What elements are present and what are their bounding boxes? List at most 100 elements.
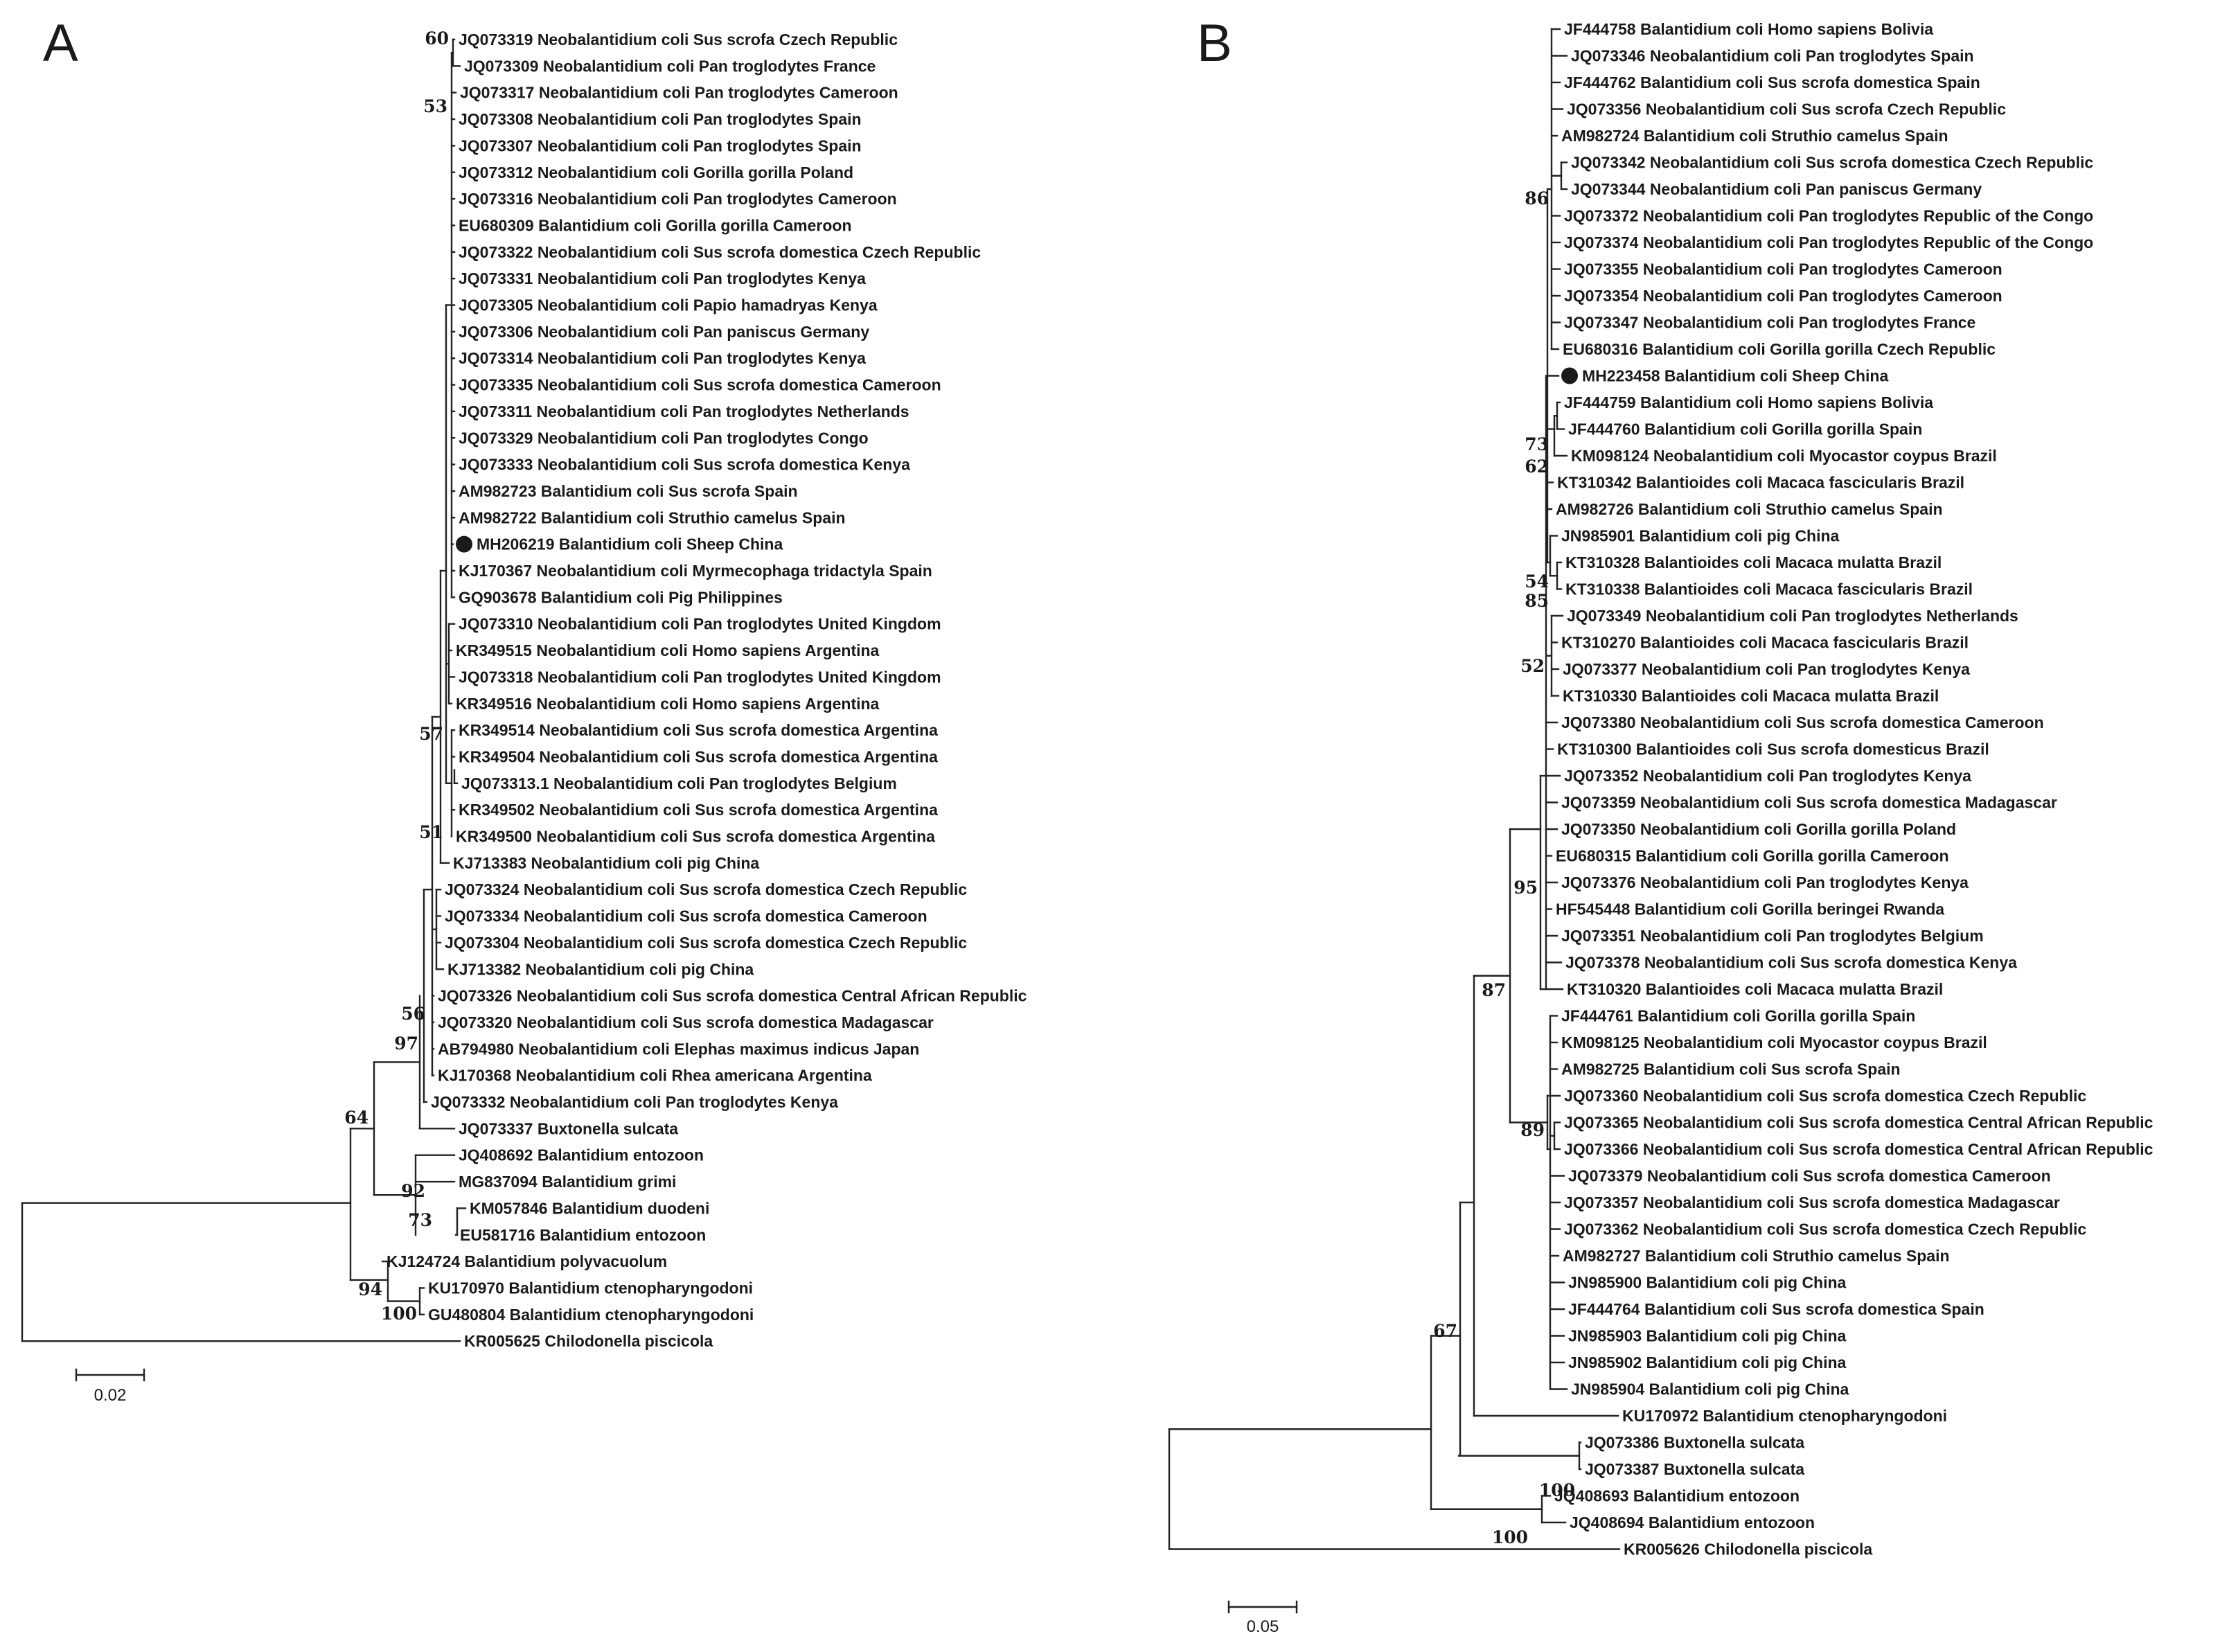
leaf-label: KR005625 Chilodonella piscicola [464, 1332, 713, 1350]
leaf-label: JQ073362 Neobalantidium coli Sus scrofa … [1564, 1220, 2086, 1238]
bootstrap-value: 52 [1520, 656, 1545, 676]
leaf-label: JQ073314 Neobalantidium coli Pan troglod… [459, 349, 866, 367]
bootstrap-value: 56 [401, 1004, 425, 1024]
leaf-label: KT310330 Balantioides coli Macaca mulatt… [1563, 687, 1939, 705]
leaf-label: JQ073304 Neobalantidium coli Sus scrofa … [445, 934, 967, 952]
leaf-label: JQ073350 Neobalantidium coli Gorilla gor… [1561, 820, 1956, 838]
leaf-label: JQ073331 Neobalantidium coli Pan troglod… [459, 269, 866, 287]
panel-letter: B [1197, 14, 1232, 73]
bootstrap-value: 53 [423, 96, 447, 116]
leaf-label: JQ073316 Neobalantidium coli Pan troglod… [459, 190, 897, 208]
leaf-label: JQ073359 Neobalantidium coli Sus scrofa … [1561, 794, 2057, 812]
leaf-label: JQ073317 Neobalantidium coli Pan troglod… [460, 84, 898, 102]
leaf-label: HF545448 Balantidium coli Gorilla bering… [1556, 900, 1944, 918]
leaf-label: KR349515 Neobalantidium coli Homo sapien… [456, 641, 880, 659]
bootstrap-value: 87 [1482, 980, 1506, 1000]
leaf-label: AM982724 Balantidium coli Struthio camel… [1561, 127, 1948, 145]
leaf-label: JQ073320 Neobalantidium coli Sus scrofa … [438, 1013, 934, 1031]
bootstrap-value: 62 [1525, 456, 1549, 477]
leaf-label: KT310342 Balantioides coli Macaca fascic… [1557, 474, 1964, 492]
leaf-label: JN985903 Balantidium coli pig China [1568, 1327, 1847, 1345]
leaf-label: KR349514 Neobalantidium coli Sus scrofa … [459, 721, 938, 739]
leaf-label: AM982726 Balantidium coli Struthio camel… [1556, 500, 1943, 518]
bootstrap-value: 100 [1492, 1527, 1528, 1547]
leaf-label: KR349502 Neobalantidium coli Sus scrofa … [459, 801, 938, 819]
bootstrap-value: 86 [1525, 188, 1549, 208]
leaf-label: JQ073387 Buxtonella sulcata [1585, 1460, 1804, 1478]
leaf-label: JQ408693 Balantidium entozoon [1554, 1487, 1800, 1505]
leaf-label: GU480804 Balantidium ctenopharyngodoni [428, 1306, 754, 1324]
scale-bar-label: 0.05 [1247, 1617, 1279, 1636]
sheep-sample-marker-icon [456, 535, 472, 553]
leaf-label: JQ073372 Neobalantidium coli Pan troglod… [1564, 207, 2093, 225]
leaf-label: KR349504 Neobalantidium coli Sus scrofa … [459, 747, 938, 765]
leaf-label: JQ073346 Neobalantidium coli Pan troglod… [1571, 47, 1974, 65]
leaf-label: JQ073322 Neobalantidium coli Sus scrofa … [459, 243, 981, 261]
leaf-label: KJ124724 Balantidium polyvacuolum [387, 1252, 667, 1270]
tree-labels: JQ073319 Neobalantidium coli Sus scrofa … [43, 14, 2153, 1636]
leaf-label: JQ073366 Neobalantidium coli Sus scrofa … [1564, 1140, 2153, 1158]
leaf-label: JF444761 Balantidium coli Gorilla gorill… [1561, 1007, 1915, 1025]
leaf-label: JQ408692 Balantidium entozoon [459, 1146, 704, 1164]
leaf-label: JQ073355 Neobalantidium coli Pan troglod… [1564, 260, 2002, 278]
leaf-label: KU170972 Balantidium ctenopharyngodoni [1622, 1407, 1947, 1425]
bootstrap-value: 100 [1539, 1480, 1575, 1500]
leaf-label: JF444762 Balantidium coli Sus scrofa dom… [1564, 73, 1980, 91]
bootstrap-value: 94 [358, 1279, 382, 1299]
leaf-label: JQ073354 Neobalantidium coli Pan troglod… [1564, 287, 2002, 305]
leaf-label: JQ073319 Neobalantidium coli Sus scrofa … [459, 30, 898, 48]
leaf-label: KM098124 Neobalantidium coli Myocastor c… [1571, 447, 1997, 465]
bootstrap-value: 73 [408, 1210, 432, 1230]
leaf-label: JQ073342 Neobalantidium coli Sus scrofa … [1571, 154, 2093, 172]
sheep-sample-marker-icon [1561, 367, 1578, 384]
leaf-label: JQ073374 Neobalantidium coli Pan troglod… [1564, 233, 2093, 251]
bootstrap-value: 60 [425, 28, 449, 48]
bootstrap-value: 51 [419, 822, 443, 842]
leaf-label: KT310270 Balantioides coli Macaca fascic… [1561, 634, 1969, 652]
leaf-label: JQ073379 Neobalantidium coli Sus scrofa … [1568, 1167, 2051, 1185]
leaf-label: KT310338 Balantioides coli Macaca fascic… [1565, 580, 1973, 598]
leaf-label: JQ073380 Neobalantidium coli Sus scrofa … [1561, 713, 2044, 731]
leaf-label: JQ073351 Neobalantidium coli Pan troglod… [1561, 927, 1984, 945]
leaf-label: JQ073337 Buxtonella sulcata [459, 1119, 678, 1137]
leaf-label: JQ073305 Neobalantidium coli Papio hamad… [459, 296, 878, 314]
leaf-label: KJ170367 Neobalantidium coli Myrmecophag… [459, 562, 932, 580]
leaf-label: JQ073310 Neobalantidium coli Pan troglod… [459, 615, 941, 633]
leaf-label: KJ713383 Neobalantidium coli pig China [453, 854, 759, 872]
leaf-label: JQ073309 Neobalantidium coli Pan troglod… [464, 57, 876, 75]
leaf-label: EU680316 Balantidium coli Gorilla gorill… [1563, 340, 1996, 358]
leaf-label: KR349500 Neobalantidium coli Sus scrofa … [456, 828, 935, 846]
leaf-label: KU170970 Balantidium ctenopharyngodoni [428, 1279, 753, 1297]
bootstrap-value: 89 [1520, 1120, 1545, 1140]
leaf-label: MH223458 Balantidium coli Sheep China [1582, 367, 1888, 385]
leaf-label: JQ073324 Neobalantidium coli Sus scrofa … [445, 880, 967, 898]
bootstrap-value: 92 [401, 1181, 425, 1201]
leaf-label: JF444760 Balantidium coli Gorilla gorill… [1568, 420, 1922, 438]
leaf-label: JF444764 Balantidium coli Sus scrofa dom… [1568, 1300, 1984, 1318]
leaf-label: KR005626 Chilodonella piscicola [1624, 1540, 1872, 1558]
bootstrap-value: 97 [394, 1033, 418, 1054]
scale-bar-label: 0.02 [94, 1386, 127, 1405]
leaf-label: JQ073318 Neobalantidium coli Pan troglod… [459, 668, 941, 686]
leaf-label: JF444759 Balantidium coli Homo sapiens B… [1564, 393, 1933, 411]
leaf-label: JQ073333 Neobalantidium coli Sus scrofa … [459, 456, 910, 474]
leaf-label: JQ073378 Neobalantidium coli Sus scrofa … [1565, 954, 2017, 972]
bootstrap-value: 67 [1433, 1321, 1457, 1341]
leaf-label: JQ073308 Neobalantidium coli Pan troglod… [459, 110, 862, 128]
leaf-label: JQ073306 Neobalantidium coli Pan paniscu… [459, 323, 869, 341]
leaf-label: JQ073386 Buxtonella sulcata [1585, 1434, 1804, 1452]
leaf-label: JQ073356 Neobalantidium coli Sus scrofa … [1567, 100, 2006, 118]
leaf-label: JQ073311 Neobalantidium coli Pan troglod… [459, 402, 909, 420]
leaf-label: JN985902 Balantidium coli pig China [1568, 1353, 1847, 1371]
leaf-label: JQ073335 Neobalantidium coli Sus scrofa … [459, 376, 941, 394]
bootstrap-value: 100 [381, 1304, 417, 1324]
leaf-label: JQ073334 Neobalantidium coli Sus scrofa … [445, 907, 927, 925]
tree-branches [21, 28, 1621, 1614]
leaf-label: JN985904 Balantidium coli pig China [1571, 1380, 1849, 1398]
leaf-label: JQ073349 Neobalantidium coli Pan troglod… [1567, 607, 2018, 625]
leaf-label: GQ903678 Balantidium coli Pig Philippine… [459, 588, 783, 606]
bootstrap-value: 95 [1513, 878, 1538, 898]
leaf-label: KJ713382 Neobalantidium coli pig China [447, 960, 754, 978]
leaf-label: EU581716 Balantidium entozoon [460, 1226, 706, 1244]
